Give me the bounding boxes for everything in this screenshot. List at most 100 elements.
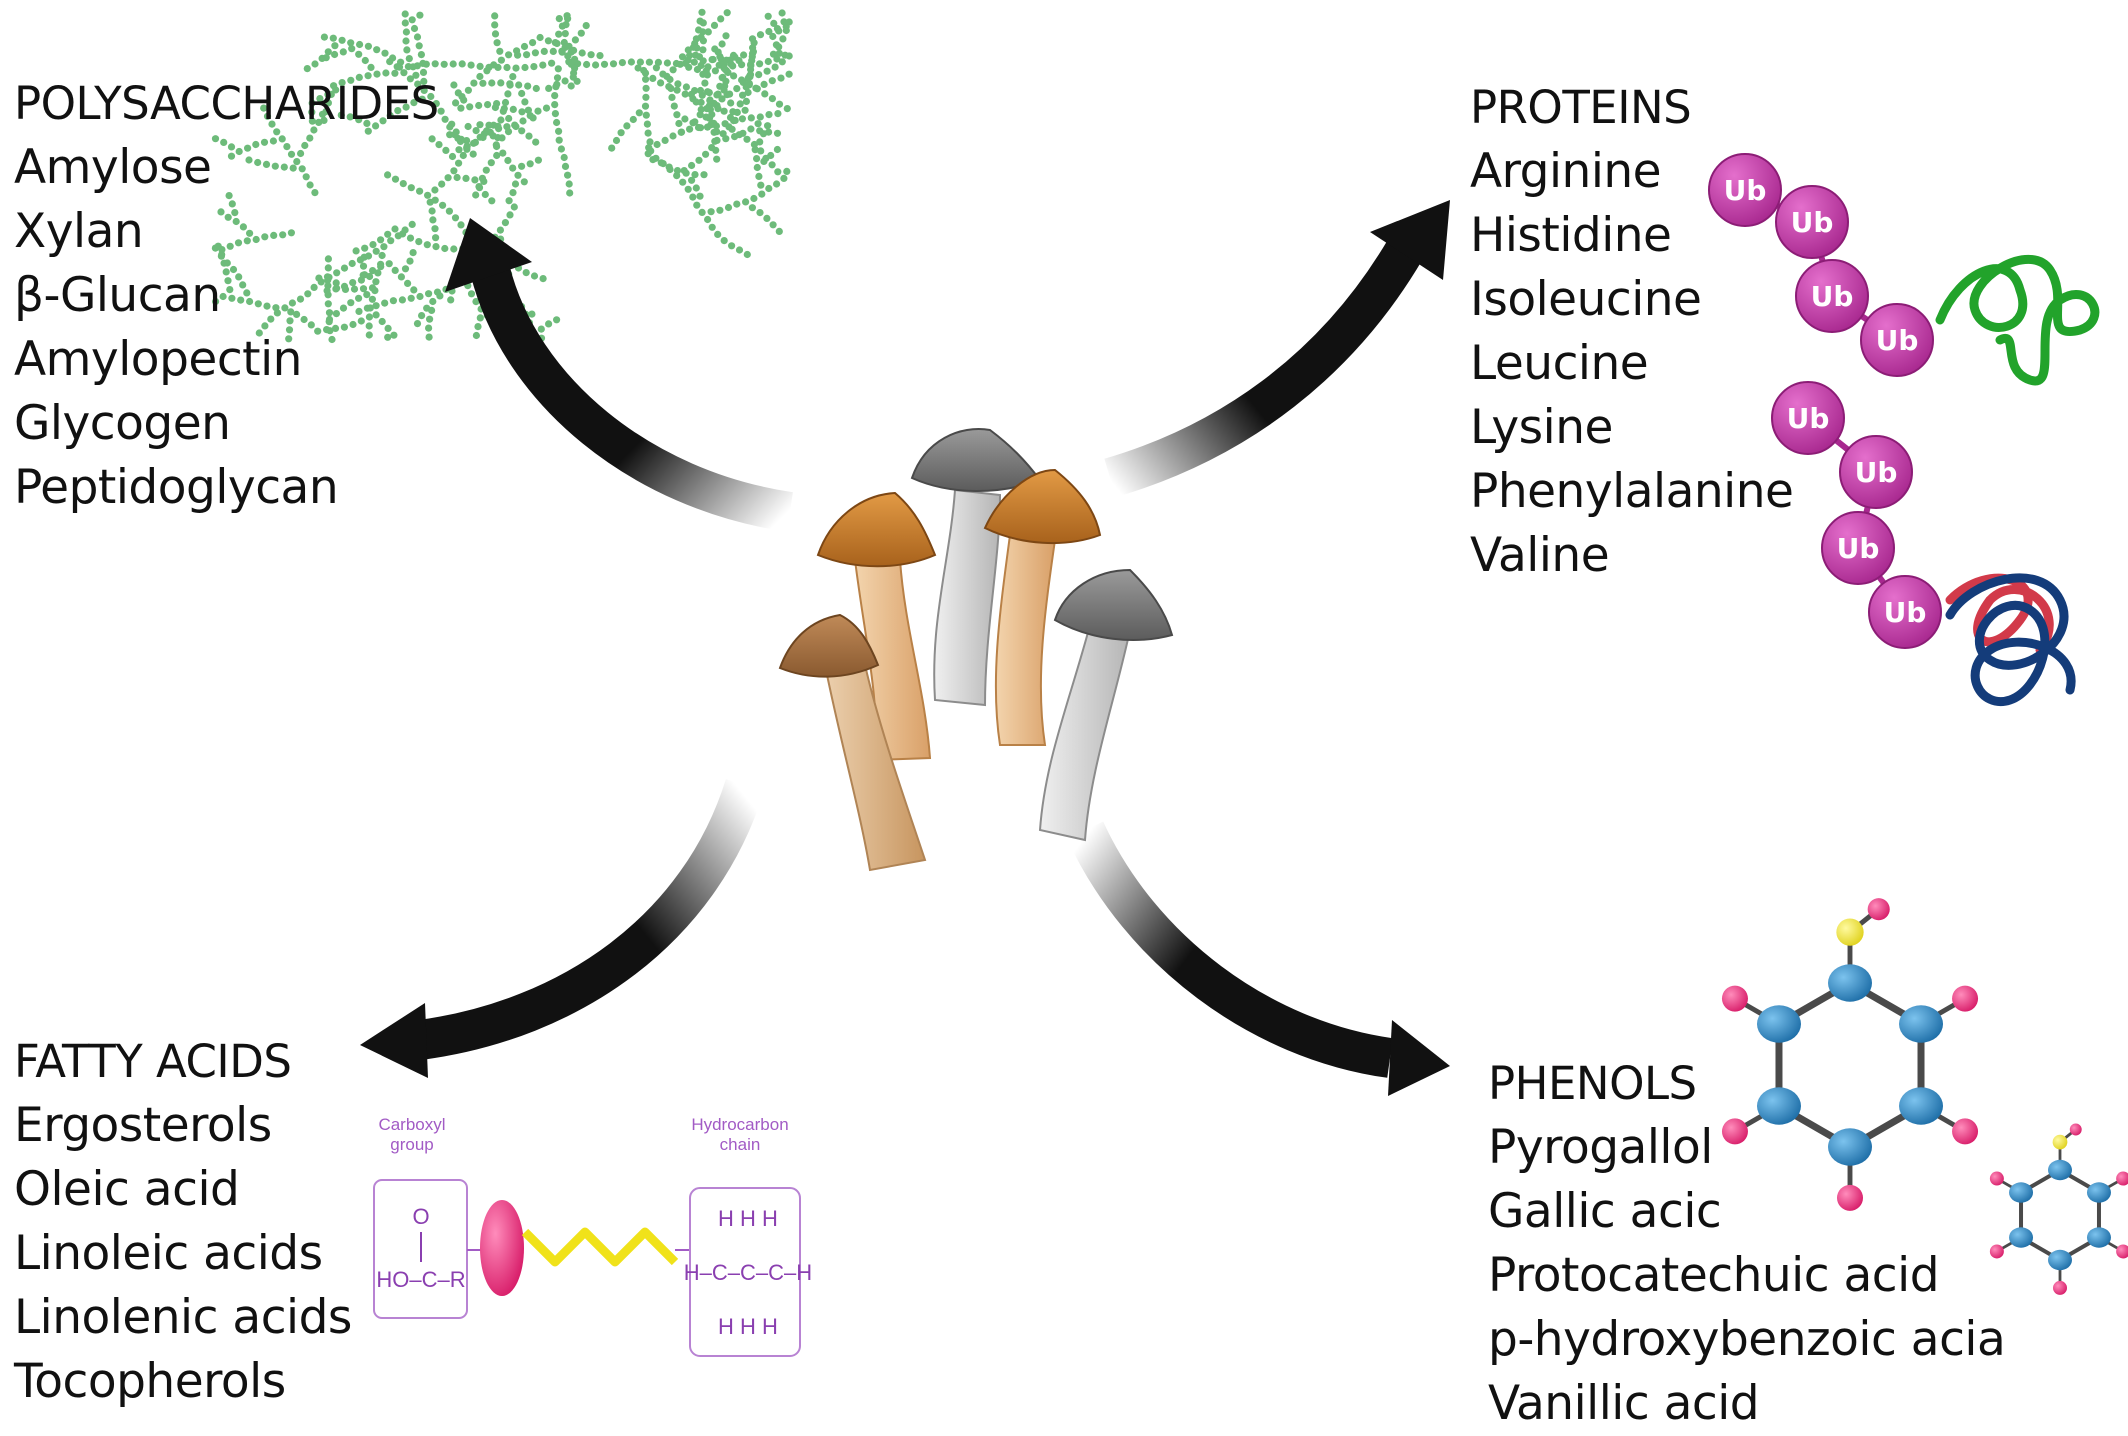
hydrogen-atom — [1989, 1244, 2004, 1259]
hydrocarbon-h-row-top: H H H — [718, 1206, 778, 1231]
phenols-item: Pyrogallol — [1488, 1120, 1713, 1175]
ubiquitin-label: Ub — [1811, 280, 1854, 313]
polysaccharides-item: β-Glucan — [14, 268, 221, 323]
arrow-to-polysaccharides — [445, 218, 793, 532]
polysaccharides-item: Peptidoglycan — [14, 460, 339, 515]
phenol-molecule-small-icon — [1989, 1123, 2128, 1295]
proteins-item: Histidine — [1470, 208, 1672, 263]
mushroom-tan-front-icon — [778, 613, 927, 872]
fatty-acids-item: Linoleic acids — [14, 1226, 323, 1281]
ubiquitin-bead: Ub — [1821, 511, 1895, 585]
arrow-to-proteins — [1104, 200, 1450, 498]
polysaccharides-heading: POLYSACCHARIDES — [14, 77, 439, 130]
head-group-bead-icon — [480, 1200, 524, 1296]
carbon-atom — [1756, 1005, 1801, 1043]
carbon-atom — [2086, 1182, 2111, 1203]
carbon-atom — [1828, 1128, 1872, 1166]
ubiquitin-label: Ub — [1855, 456, 1898, 489]
carboxyl-oxygen-text: O — [412, 1204, 429, 1229]
ubiquitin-bead: Ub — [1868, 575, 1942, 649]
carboxyl-formula-text: HO–C–R — [376, 1267, 465, 1292]
hydrogen-atom — [1721, 985, 1748, 1012]
phenols-item: Vanillic acid — [1488, 1376, 1760, 1431]
fatty-acids-item: Linolenic acids — [14, 1290, 352, 1345]
carbon-atom — [2048, 1159, 2072, 1181]
hydrogen-atom — [1867, 898, 1890, 921]
fatty-acids-item: Ergosterols — [14, 1098, 272, 1153]
polysaccharides-item: Xylan — [14, 204, 144, 259]
phenol-molecule-large-icon — [1721, 898, 1979, 1211]
arrow-to-fatty-acids — [360, 778, 765, 1078]
proteins-item: Lysine — [1470, 400, 1613, 455]
proteins-item: Isoleucine — [1470, 272, 1702, 327]
polysaccharides-item: Glycogen — [14, 396, 231, 451]
ubiquitin-label: Ub — [1724, 174, 1767, 207]
carbon-atom — [2086, 1227, 2111, 1248]
ubiquitin-label: Ub — [1787, 402, 1830, 435]
hydrogen-atom — [1952, 985, 1979, 1012]
carbon-atom — [1828, 964, 1872, 1002]
hydrocarbon-chain-label-line1: Hydrocarbon — [691, 1115, 788, 1134]
mushroom-orange-left-icon — [816, 491, 937, 762]
hydrogen-atom — [2116, 1171, 2128, 1186]
hydrogen-atom — [1837, 1184, 1863, 1211]
proteins-item: Phenylalanine — [1470, 464, 1794, 519]
fatty-acids-heading: FATTY ACIDS — [14, 1035, 292, 1088]
hydrogen-atom — [1721, 1118, 1748, 1145]
oxygen-atom — [1836, 918, 1864, 946]
phenols-heading: PHENOLS — [1488, 1057, 1697, 1110]
ubiquitin-label: Ub — [1876, 324, 1919, 357]
ubiquitin-chain-upper-icon — [1935, 254, 2100, 386]
arrow-to-phenols — [1066, 821, 1450, 1096]
mushroom-gray-back-icon — [910, 428, 1042, 707]
carbon-atom — [1756, 1087, 1801, 1125]
polysaccharides-item: Amylopectin — [14, 332, 302, 387]
mushroom-orange-right-icon — [983, 468, 1102, 746]
carbon-atom — [2009, 1182, 2034, 1203]
ubiquitin-bead: Ub — [1771, 381, 1845, 455]
polysaccharides-item: Amylose — [14, 140, 212, 195]
ubiquitin-bead: Ub — [1839, 435, 1913, 509]
carboxyl-group-label-line1: Carboxyl — [378, 1115, 445, 1134]
ubiquitin-label: Ub — [1884, 596, 1927, 629]
hydrogen-atom — [1989, 1171, 2004, 1186]
phenols-item: p-hydroxybenzoic acia — [1488, 1312, 2006, 1367]
proteins-item: Leucine — [1470, 336, 1649, 391]
mushroom-cluster-icon — [778, 428, 1174, 872]
fatty-acids-item: Tocopherols — [14, 1354, 286, 1409]
hydrocarbon-chain-label-line2: chain — [720, 1135, 761, 1154]
hydrogen-atom — [2053, 1280, 2067, 1295]
ubiquitin-chain-lower-icon — [1945, 573, 2076, 707]
carbon-atom — [1899, 1087, 1944, 1125]
ubiquitin-bead: Ub — [1860, 303, 1934, 377]
phenols-item: Gallic acic — [1488, 1184, 1722, 1239]
fatty-acids-item: Oleic acid — [14, 1162, 240, 1217]
hydrogen-atom — [2069, 1123, 2082, 1136]
ubiquitin-label: Ub — [1791, 206, 1834, 239]
carbon-atom — [1899, 1005, 1944, 1043]
oxygen-atom — [2052, 1134, 2068, 1150]
proteins-item: Arginine — [1470, 144, 1662, 199]
carbon-atom — [2048, 1249, 2072, 1271]
carbon-atom — [2009, 1227, 2034, 1248]
hydrogen-atom — [2116, 1244, 2128, 1259]
hydrocarbon-formula-text: H–C–C–C–H — [684, 1260, 812, 1285]
hydrocarbon-h-row-bottom: H H H — [718, 1314, 778, 1339]
phenols-item: Protocatechuic acid — [1488, 1248, 1940, 1303]
mushroom-gray-front-icon — [1038, 568, 1174, 842]
ubiquitin-bead: Ub — [1775, 185, 1849, 259]
fatty-acid-structure-icon: Carboxyl group O HO–C–R Hydrocarbon chai… — [373, 1115, 812, 1357]
proteins-item: Valine — [1470, 528, 1610, 583]
ubiquitin-label: Ub — [1837, 532, 1880, 565]
ubiquitin-bead: Ub — [1708, 153, 1782, 227]
polysaccharide-network-icon — [211, 8, 793, 344]
carboxyl-group-label-line2: group — [390, 1135, 433, 1154]
